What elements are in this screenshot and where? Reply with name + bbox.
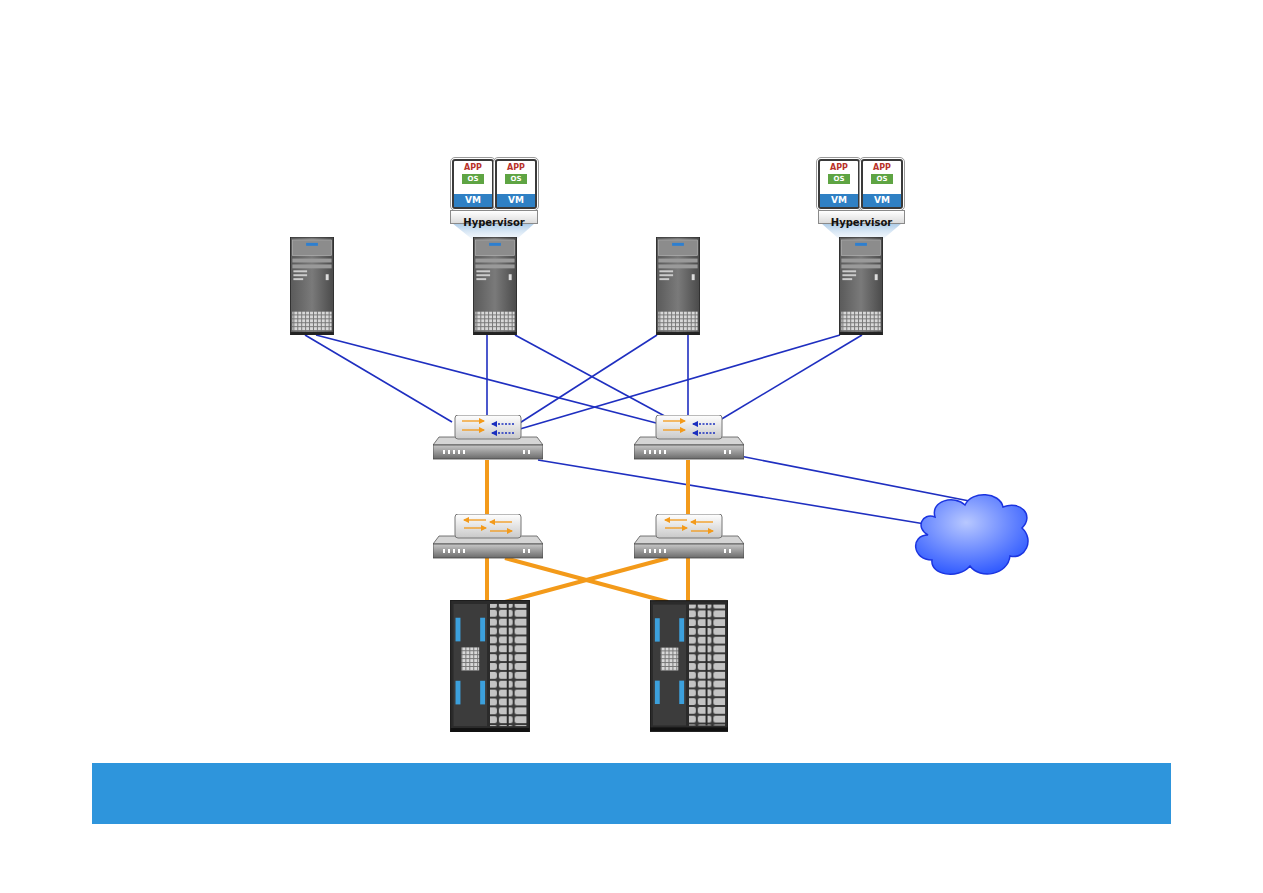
os-label: OS xyxy=(871,174,893,184)
footer-bar xyxy=(92,763,1171,824)
app-label: APP xyxy=(820,163,858,173)
app-label: APP xyxy=(863,163,901,173)
server xyxy=(473,237,516,335)
network-cloud xyxy=(916,495,1028,575)
fc-switch xyxy=(634,514,744,558)
san-wire xyxy=(485,460,489,516)
hypervisor-label: Hypervisor xyxy=(463,217,524,228)
lan-wires xyxy=(305,335,1000,524)
lan-wire xyxy=(720,335,862,420)
san-wire xyxy=(505,558,668,602)
san-wire xyxy=(686,460,690,516)
lan-wire xyxy=(316,335,660,424)
hypervisor-band: Hypervisor xyxy=(818,210,905,224)
hypervisor-label: Hypervisor xyxy=(831,217,892,228)
fc-switch xyxy=(433,514,543,558)
app-label: APP xyxy=(497,163,535,173)
san-wire xyxy=(505,558,668,602)
vm-label: VM xyxy=(497,194,535,207)
server xyxy=(656,237,699,335)
lan-wire xyxy=(520,335,840,429)
os-label: OS xyxy=(462,174,484,184)
lan-wire xyxy=(515,335,657,426)
wan-wire xyxy=(740,456,1000,507)
server xyxy=(290,237,333,335)
hypervisor-band: Hypervisor xyxy=(450,210,538,224)
vm-icon: APPOS VM xyxy=(495,159,537,209)
vm-icon: APPOS VM xyxy=(452,159,494,209)
lan-wire xyxy=(687,335,689,418)
ethernet-switch xyxy=(433,415,543,459)
switch-arrows xyxy=(462,421,715,433)
vm-label: VM xyxy=(863,194,901,207)
storage-array xyxy=(451,600,530,732)
lan-wire xyxy=(486,335,488,418)
vm-label: VM xyxy=(454,194,492,207)
vm-icon: APPOS VM xyxy=(861,159,903,209)
vm-icon: APPOS VM xyxy=(818,159,860,209)
app-label: APP xyxy=(454,163,492,173)
ethernet-switch xyxy=(634,415,744,459)
storage-array xyxy=(650,601,728,732)
os-label: OS xyxy=(505,174,527,184)
fc-switch-arrows xyxy=(464,520,713,531)
san-wire xyxy=(485,558,489,602)
san-wire xyxy=(686,558,690,602)
wan-wire xyxy=(538,460,925,524)
os-label: OS xyxy=(828,174,850,184)
server xyxy=(839,237,882,335)
lan-wire xyxy=(305,335,452,422)
vm-label: VM xyxy=(820,194,858,207)
